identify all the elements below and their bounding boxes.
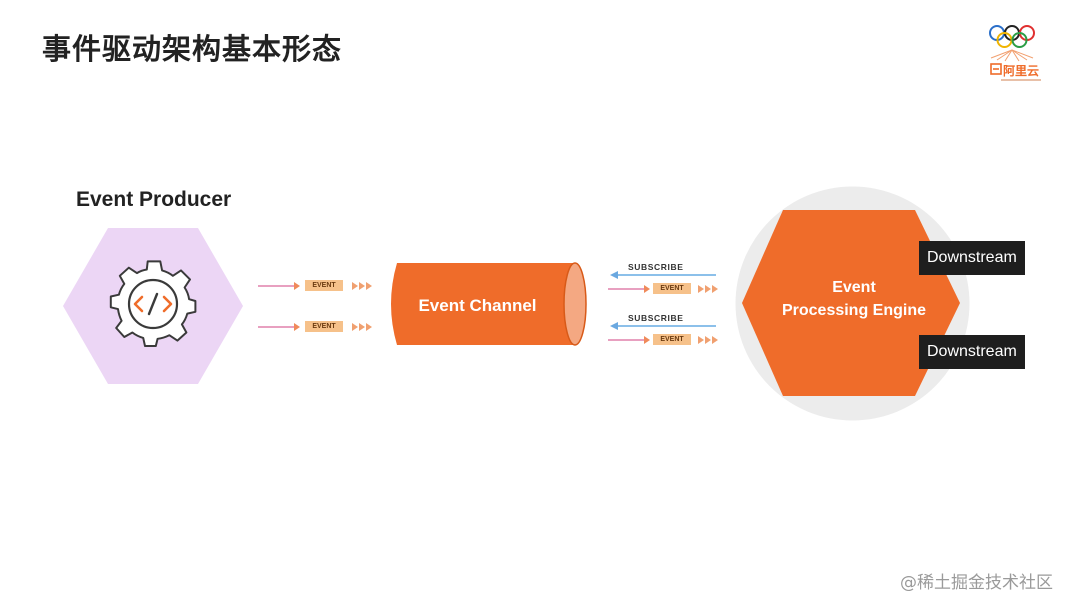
downstream-box: Downstream: [919, 241, 1025, 275]
event-badge: EVENT: [653, 334, 691, 345]
producer-event-arrow: EVENT: [258, 320, 378, 334]
event-badge: EVENT: [305, 280, 343, 291]
event-badge: EVENT: [305, 321, 343, 332]
engine-label-line1: Event: [832, 279, 876, 296]
code-gear-icon: [109, 260, 197, 347]
subscription-group: SUBSCRIBE EVENT: [606, 262, 726, 296]
producer-event-arrow: EVENT: [258, 279, 378, 293]
downstream-box: Downstream: [919, 335, 1025, 369]
subscription-group: SUBSCRIBE EVENT: [606, 313, 726, 347]
page-title: 事件驱动架构基本形态: [42, 32, 343, 66]
engine-label: Event Processing Engine: [760, 276, 948, 322]
event-badge: EVENT: [653, 283, 691, 294]
producer-hexagon: [63, 228, 243, 384]
producer-label: Event Producer: [76, 188, 232, 211]
event-processing-engine: [735, 186, 970, 421]
engine-label-line2: Processing Engine: [781, 302, 927, 319]
subscribe-label: SUBSCRIBE: [628, 262, 684, 272]
event-channel-label: Event Channel: [418, 296, 537, 315]
subscribe-label: SUBSCRIBE: [628, 313, 684, 323]
logo-brand-text: 阿里云: [1003, 64, 1040, 78]
olympic-rings-icon: [989, 25, 1041, 81]
event-channel-cylinder: [385, 262, 588, 346]
watermark: @稀土掘金技术社区: [900, 573, 1053, 593]
alibaba-cloud-logo: 阿里云: [983, 20, 1049, 86]
